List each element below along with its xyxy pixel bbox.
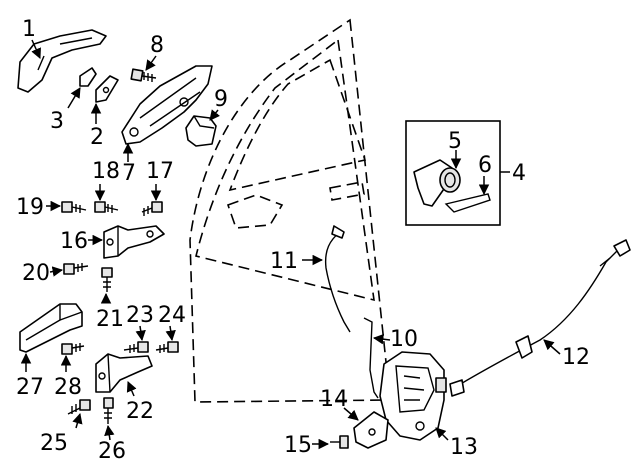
actuating-rod-part <box>324 225 351 333</box>
callout-25: 25 <box>40 431 68 456</box>
latch-rod-part <box>363 317 379 399</box>
handle-pad-part <box>79 67 97 87</box>
callout-1: 1 <box>22 17 36 42</box>
callout-labels: 1 3 2 8 7 9 18 17 19 16 20 21 23 24 27 2… <box>16 17 590 464</box>
callout-5: 5 <box>448 129 462 154</box>
callout-8: 8 <box>150 33 164 58</box>
gasket-part <box>95 75 119 103</box>
bolt-8-part <box>130 68 157 82</box>
lock-cylinder-part <box>413 159 461 207</box>
bolt-17-part <box>141 201 163 216</box>
bolt-28-part <box>61 343 85 355</box>
callout-26: 26 <box>98 439 126 464</box>
callout-23: 23 <box>126 303 154 328</box>
bolt-25-part <box>67 399 91 415</box>
callout-9: 9 <box>214 87 228 112</box>
callout-20: 20 <box>22 261 50 286</box>
callout-18: 18 <box>92 159 120 184</box>
release-cable-part <box>449 239 631 397</box>
callout-12: 12 <box>562 345 590 370</box>
callout-4: 4 <box>512 161 526 186</box>
lock-set-box <box>405 120 501 226</box>
callout-13: 13 <box>450 435 478 460</box>
door-check-part <box>19 303 83 353</box>
bolt-24-part <box>155 341 179 353</box>
callout-19: 19 <box>16 195 44 220</box>
callout-10: 10 <box>390 327 418 352</box>
callout-28: 28 <box>54 375 82 400</box>
door-outline <box>189 18 391 403</box>
callout-17: 17 <box>146 159 174 184</box>
latch-assembly-part <box>379 351 447 441</box>
callout-14: 14 <box>320 387 348 412</box>
bolt-20-part <box>63 263 89 275</box>
callout-24: 24 <box>158 303 186 328</box>
bolt-21-part <box>101 267 113 292</box>
leader-lines <box>20 39 561 450</box>
bolt-19-part <box>61 201 87 213</box>
bolt-26-part <box>103 397 114 424</box>
cylinder-cover-part <box>185 115 217 147</box>
callout-21: 21 <box>96 307 124 332</box>
handle-bracket-part <box>121 65 213 145</box>
screw-15-part <box>330 435 349 449</box>
callout-2: 2 <box>90 125 104 150</box>
callout-7: 7 <box>122 161 136 186</box>
callout-27: 27 <box>16 375 44 400</box>
callout-3: 3 <box>50 109 64 134</box>
lower-hinge-part <box>95 353 153 393</box>
callout-6: 6 <box>478 153 492 178</box>
bolt-23-part <box>123 341 149 353</box>
striker-bracket-part <box>353 411 389 449</box>
callout-11: 11 <box>270 249 298 274</box>
callout-15: 15 <box>284 433 312 458</box>
bolt-18-part <box>94 201 119 213</box>
outside-handle-part <box>17 29 107 93</box>
key-part <box>444 193 491 213</box>
callout-16: 16 <box>60 229 88 254</box>
callout-22: 22 <box>126 399 154 424</box>
upper-hinge-part <box>103 225 165 259</box>
